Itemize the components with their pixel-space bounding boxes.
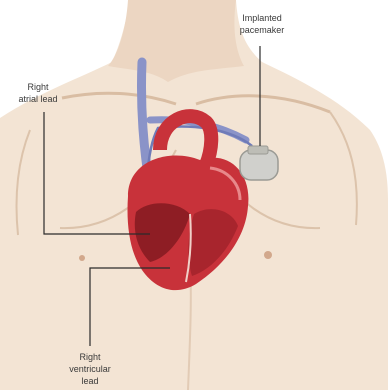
label-ventricular-line-1: Right — [79, 352, 101, 362]
label-ventricular-line-3: lead — [81, 376, 98, 386]
label-atrial-line-2: atrial lead — [18, 94, 57, 104]
pacemaker-device-icon — [240, 146, 278, 180]
label-pacemaker-line-2: pacemaker — [240, 25, 285, 35]
label-ventricular-line-2: ventricular — [69, 364, 111, 374]
label-atrial-line-1: Right — [27, 82, 49, 92]
label-pacemaker-line-1: Implanted — [242, 13, 282, 23]
